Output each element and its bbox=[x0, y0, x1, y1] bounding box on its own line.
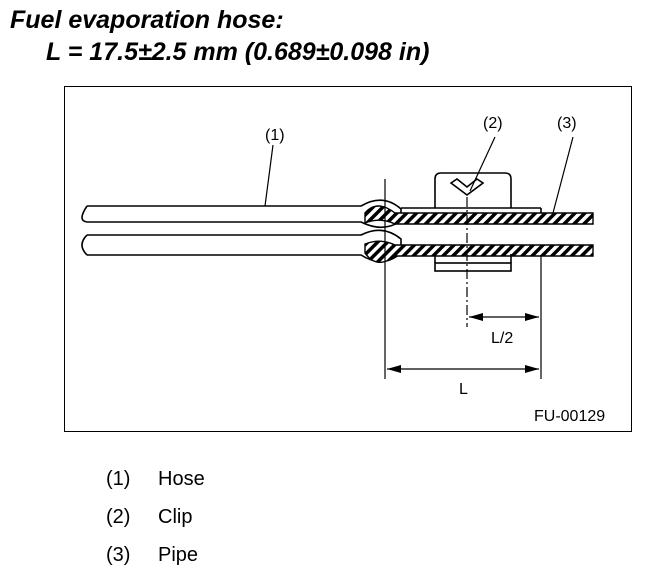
legend-label: Clip bbox=[158, 505, 193, 528]
legend-item-hose: (1) Hose bbox=[106, 460, 205, 498]
callout-pipe: (3) bbox=[557, 115, 577, 132]
legend-item-pipe: (3) Pipe bbox=[106, 536, 205, 574]
title-line-1: Fuel evaporation hose: bbox=[10, 6, 284, 34]
clip-shape bbox=[434, 172, 512, 272]
legend-item-clip: (2) Clip bbox=[106, 498, 205, 536]
callout-clip: (2) bbox=[483, 115, 503, 132]
dimension-full-label: L bbox=[459, 381, 468, 398]
diagram-canvas: (1) (2) (3) L/2 L FU-00129 bbox=[81, 115, 605, 425]
legend-number: (3) bbox=[106, 543, 131, 566]
legend-number: (2) bbox=[106, 505, 131, 528]
leader-lines bbox=[264, 136, 574, 214]
pipe-shape bbox=[364, 205, 594, 263]
hose-clip-diagram: (1) (2) (3) L/2 L FU-00129 bbox=[64, 86, 632, 432]
figure-id: FU-00129 bbox=[534, 408, 605, 425]
dimension-half-label: L/2 bbox=[491, 330, 513, 347]
callout-hose: (1) bbox=[265, 127, 285, 144]
dimension-lines bbox=[384, 179, 542, 379]
legend: (1) Hose (2) Clip (3) Pipe bbox=[106, 460, 205, 574]
legend-label: Pipe bbox=[158, 543, 199, 566]
legend-number: (1) bbox=[106, 467, 131, 490]
title-line-2: L = 17.5±2.5 mm (0.689±0.098 in) bbox=[46, 38, 430, 66]
page-title: Fuel evaporation hose: L = 17.5±2.5 mm (… bbox=[10, 4, 429, 68]
legend-label: Hose bbox=[158, 467, 205, 490]
